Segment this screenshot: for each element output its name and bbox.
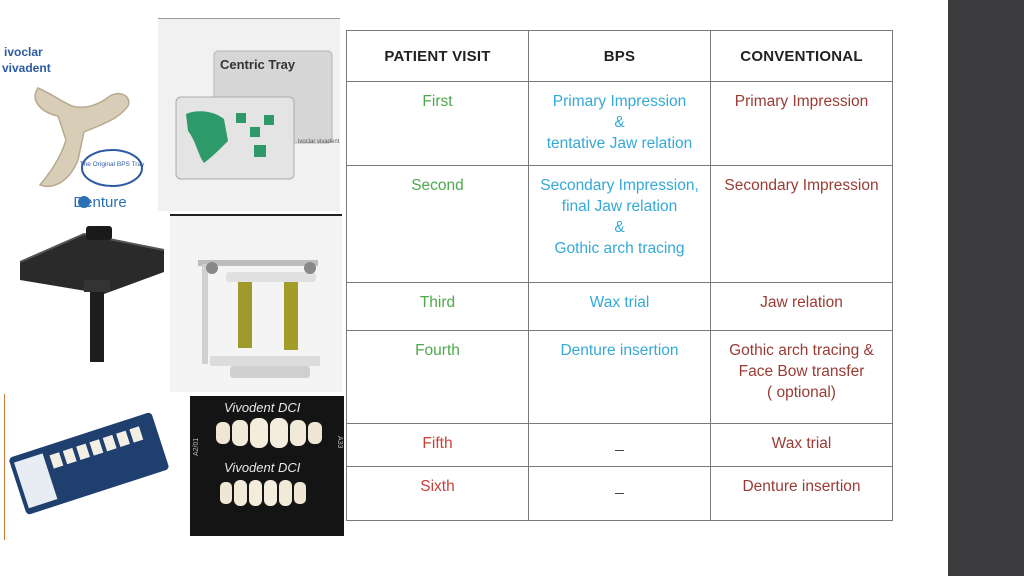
bps-cell: _ <box>528 423 711 467</box>
bps-tray-badge <box>81 149 143 187</box>
ivoclar-brand-text: ivoclar <box>4 45 43 59</box>
table-row: First Primary Impression & tentative Jaw… <box>346 81 893 166</box>
articulator-arm-left <box>238 278 252 348</box>
conventional-cell: Primary Impression <box>710 81 893 166</box>
visit-cell: Sixth <box>346 466 529 521</box>
table-header-row: PATIENT VISIT BPS CONVENTIONAL <box>346 30 893 82</box>
table-row: Third Wax trial Jaw relation <box>346 282 893 331</box>
conventional-cell: Jaw relation <box>710 282 893 331</box>
shade-guide-image <box>4 394 171 540</box>
table-row: Fourth Denture insertion Gothic arch tra… <box>346 330 893 424</box>
gnathometer-image <box>14 220 174 370</box>
visit-cell: Third <box>346 282 529 331</box>
bps-tray-shape <box>34 87 130 187</box>
conventional-cell: Secondary Impression <box>710 165 893 283</box>
identure-logo-icon <box>78 196 90 208</box>
vivodent-label-bottom: Vivodent DCI <box>224 460 301 475</box>
gnathometer-handle <box>90 290 104 362</box>
conventional-cell: Denture insertion <box>710 466 893 521</box>
bps-cell: Secondary Impression, final Jaw relation… <box>528 165 711 283</box>
vivodent-label-top: Vivodent DCI <box>224 400 301 415</box>
bps-tray-image: ivoclar vivadent The Original BPS Tray D… <box>0 40 158 215</box>
slide-side-bar <box>948 0 1024 576</box>
visit-cell: Fifth <box>346 423 529 467</box>
header-bps: BPS <box>528 30 711 82</box>
header-patient-visit: PATIENT VISIT <box>346 30 529 82</box>
centric-tray-image: Centric Tray ivoclar vivadent <box>158 18 340 211</box>
lower-teeth-row <box>220 480 306 506</box>
upper-teeth-row <box>216 418 322 448</box>
bps-cell: Primary Impression & tentative Jaw relat… <box>528 81 711 166</box>
articulator-image <box>170 214 342 392</box>
bps-cell: _ <box>528 466 711 521</box>
centric-tray-piece <box>186 111 228 163</box>
table-row: Fifth _ Wax trial <box>346 423 893 467</box>
visit-cell: First <box>346 81 529 166</box>
tooth-box-image: Vivodent DCI Vivodent DCI A2/01 A33 <box>190 396 344 536</box>
articulator-arm-right <box>284 276 298 350</box>
table-row: Sixth _ Denture insertion <box>346 466 893 521</box>
conventional-cell: Gothic arch tracing & Face Bow transfer … <box>710 330 893 424</box>
bps-cell: Wax trial <box>528 282 711 331</box>
visit-cell: Second <box>346 165 529 283</box>
visit-comparison-table: PATIENT VISIT BPS CONVENTIONAL First Pri… <box>346 30 893 521</box>
vivadent-brand-text: vivadent <box>2 61 51 75</box>
conventional-cell: Wax trial <box>710 423 893 467</box>
bps-cell: Denture insertion <box>528 330 711 424</box>
visit-cell: Fourth <box>346 330 529 424</box>
centric-tray-brand: ivoclar vivadent <box>298 139 340 145</box>
header-conventional: CONVENTIONAL <box>710 30 893 82</box>
articulator-post <box>202 264 208 364</box>
table-row: Second Secondary Impression, final Jaw r… <box>346 165 893 283</box>
centric-tray-label: Centric Tray <box>220 57 296 72</box>
tooth-box-code-right: A33 <box>336 436 343 449</box>
gnathometer-plate <box>20 234 164 294</box>
tooth-box-code-left: A2/01 <box>193 438 200 456</box>
bps-badge-text: The Original BPS Tray <box>80 161 145 168</box>
